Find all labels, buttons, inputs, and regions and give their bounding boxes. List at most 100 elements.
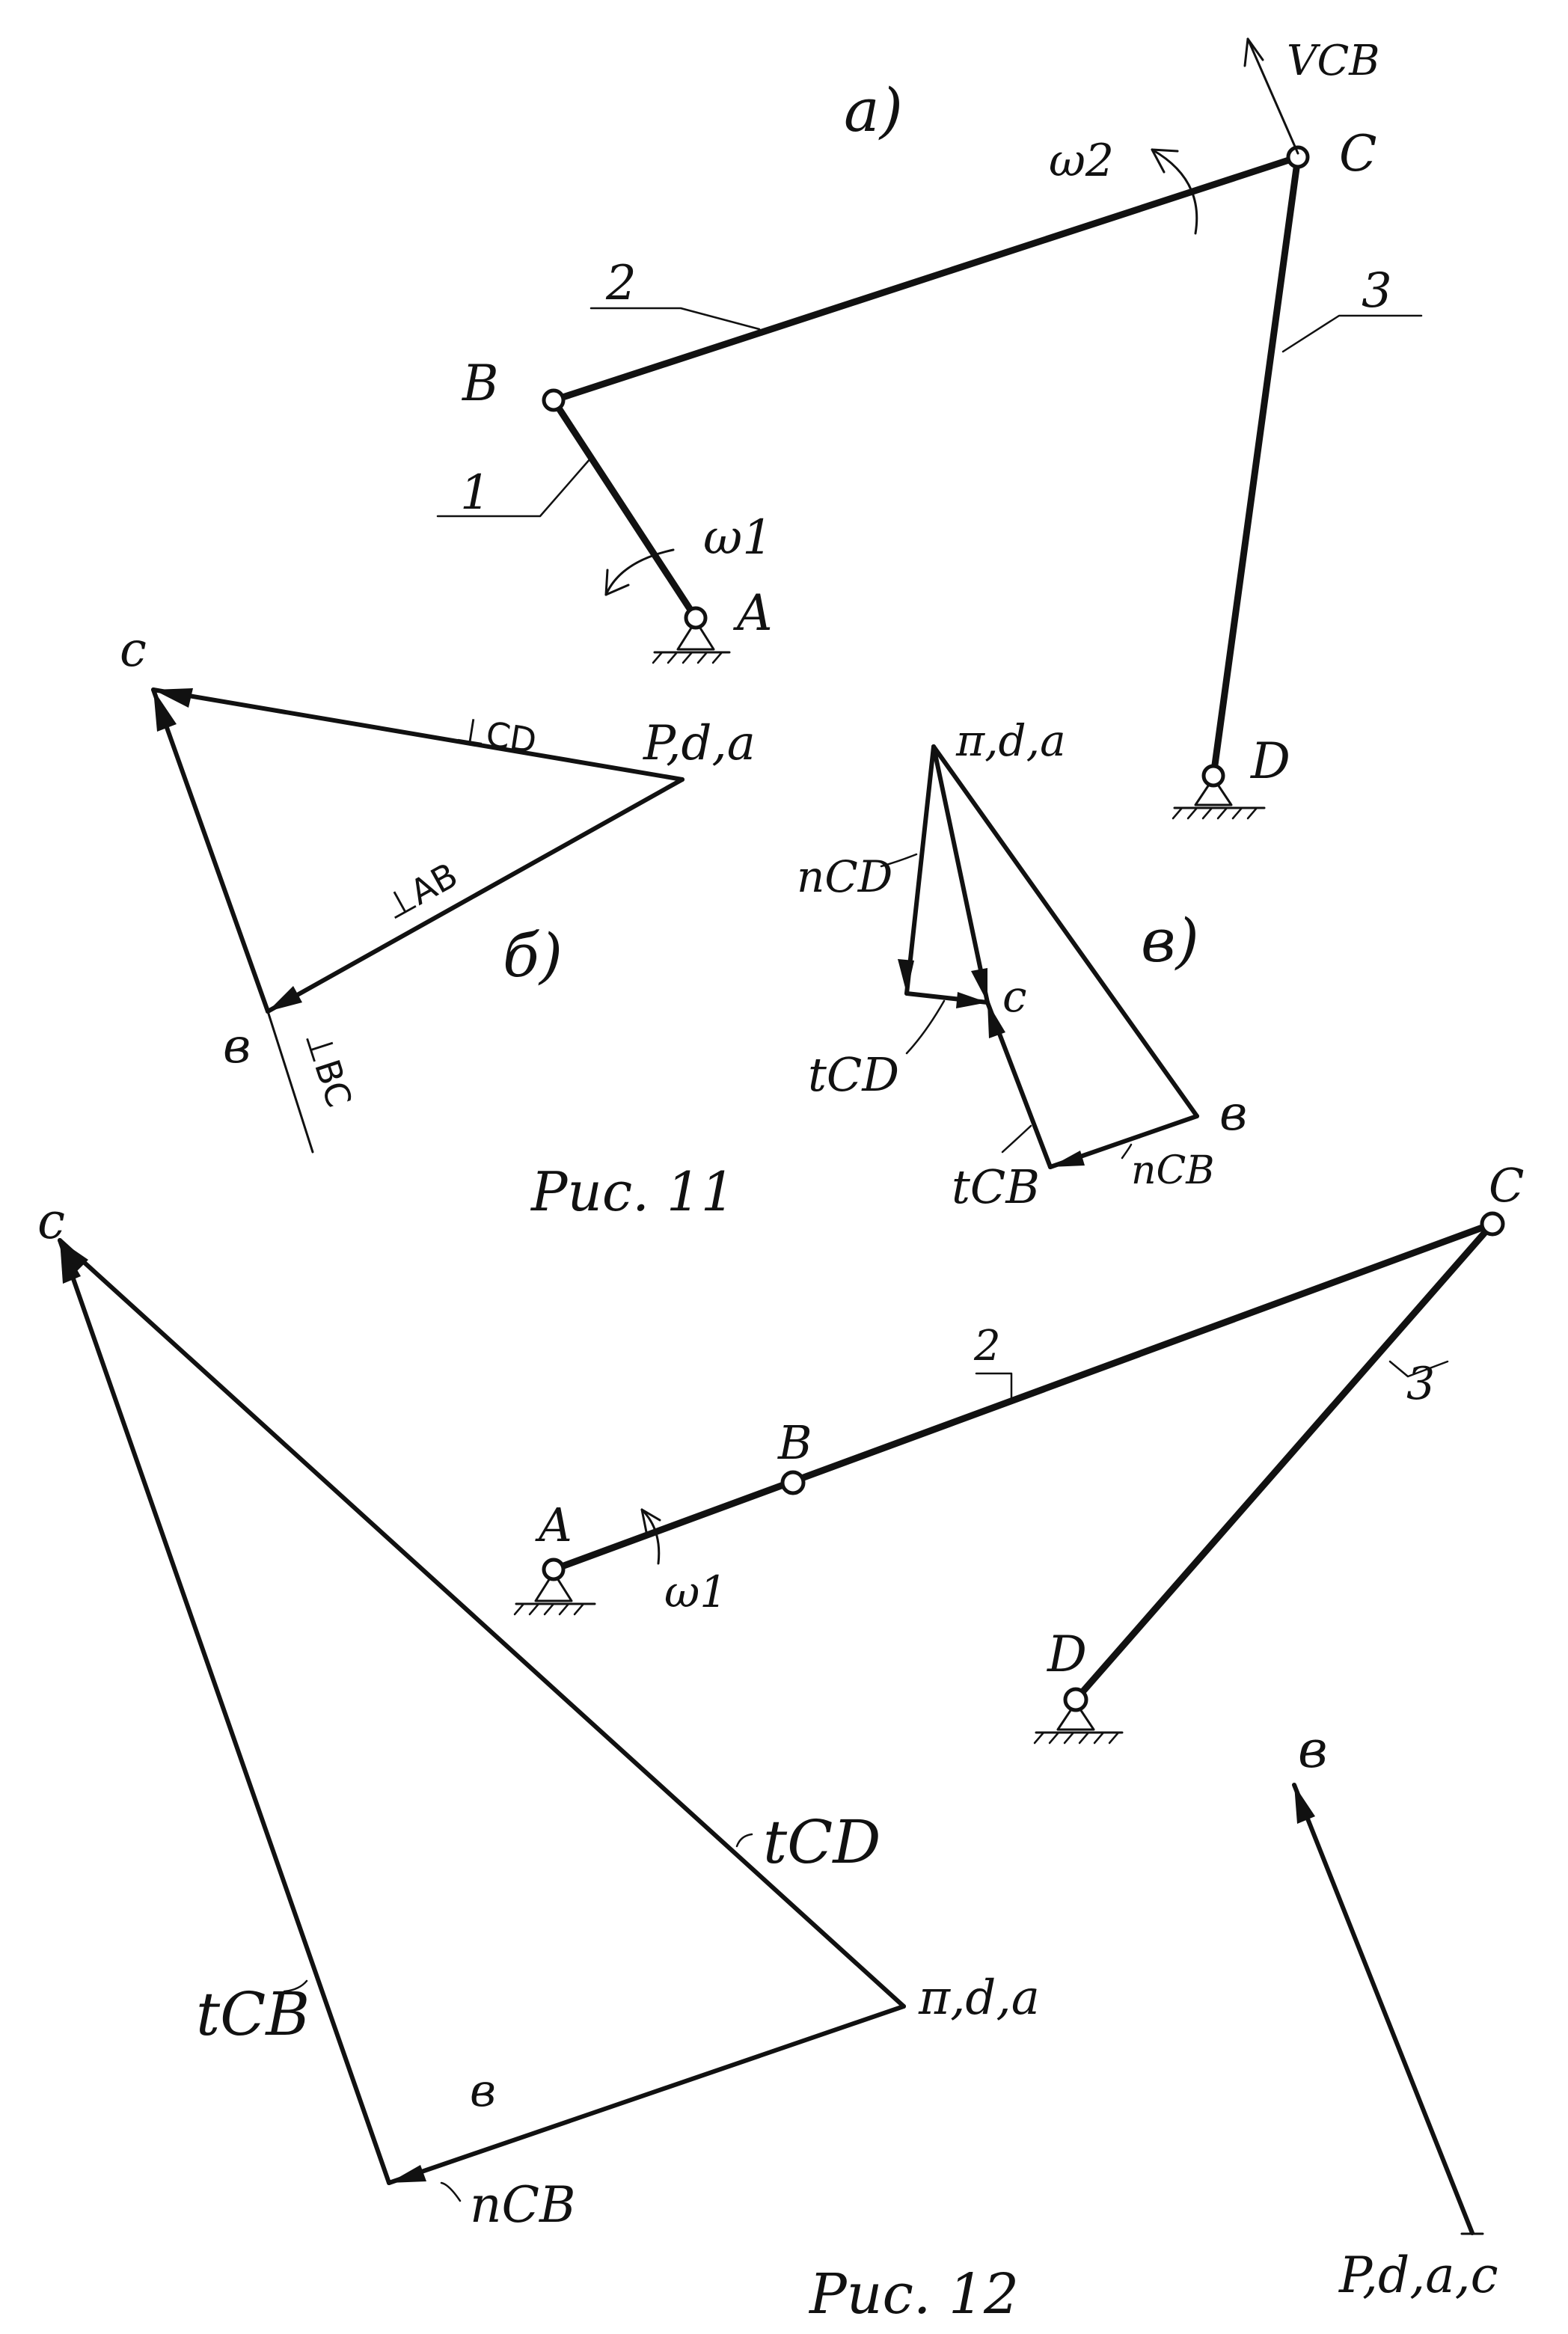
fig11v-label-ncb: nCB [1131, 1148, 1215, 1193]
ground-support-D [1172, 777, 1266, 820]
fig11-part-v-tag: в) [1141, 906, 1199, 975]
leader-tcd-fig12 [735, 1833, 753, 1848]
leader-ncd [880, 853, 918, 868]
leader-link-1 [436, 456, 592, 518]
velocity-vcb-arrow [1246, 37, 1299, 155]
joint-A-fig12 [542, 1557, 566, 1581]
vector-tcb-fig12 [58, 1238, 391, 2185]
leader-ncb [1121, 1143, 1133, 1160]
joint-A [684, 606, 708, 630]
vector-pb [266, 777, 685, 1014]
leader-link-3 [1281, 314, 1423, 353]
fig11b-label-perp-ab: ⊥AB [377, 854, 464, 927]
link-2 [550, 153, 1302, 404]
fig12-label-link-3: 3 [1406, 1358, 1435, 1410]
fig12-caption: Рис. 12 [808, 2262, 1019, 2327]
fig12-accel-label-tcb: tCB [196, 1979, 310, 2049]
ground-support-A [652, 619, 731, 664]
fig12-vel-label-b: в [1298, 1721, 1328, 1780]
fig11v-label-tcd: tCD [808, 1047, 899, 1102]
leader-tcb [1001, 1124, 1032, 1154]
arrowhead-ncd [898, 959, 914, 993]
joint-B [542, 388, 566, 412]
vector-pi-b [931, 744, 1199, 1118]
omega2-arrow [1151, 148, 1198, 235]
fig11-caption: Рис. 11 [530, 1160, 735, 1223]
fig11v-label-tcb: tCB [952, 1160, 1040, 1214]
fig12-velocity-plan [1292, 1783, 1484, 2235]
vector-pi-c [931, 744, 990, 1005]
label-link-1: 1 [460, 465, 491, 521]
fig11v-label-ncd: nCD [797, 851, 892, 902]
vector-pb-fig12 [1292, 1783, 1474, 2235]
arrowhead-c-top [153, 688, 193, 708]
leader-tcd [905, 999, 946, 1055]
link-3-fig12 [1072, 1220, 1496, 1703]
label-point-A: A [732, 584, 773, 642]
joint-C-fig12 [1480, 1211, 1505, 1237]
joint-D [1201, 764, 1225, 788]
fig12-label-B: B [777, 1415, 812, 1470]
omega1-arrow [604, 548, 675, 596]
fig12-mechanism [513, 1211, 1505, 1745]
joint-B-fig12 [780, 1470, 806, 1495]
fig12-label-D: D [1047, 1626, 1087, 1683]
arrowhead-c2-fig12 [60, 1240, 88, 1272]
fig12-accel-label-pole: π,d,a [918, 1970, 1040, 2026]
link-2-fig12 [550, 1220, 1496, 1573]
fig12-label-A: A [535, 1498, 572, 1552]
label-omega2: ω2 [1049, 135, 1114, 187]
fig11v-label-pole: π,d,a [955, 715, 1066, 766]
link-3 [1210, 153, 1302, 779]
fig11b-label-perp-cd: ⊥CD [453, 709, 539, 762]
arrowhead-pb-fig12 [1294, 1785, 1315, 1824]
leader-link-2-fig12 [975, 1372, 1013, 1399]
arrowhead-c-left [153, 690, 177, 732]
fig12-vel-label-pole: P,d,a,c [1338, 2246, 1498, 2304]
fig12-label-omega1: ω1 [664, 1566, 727, 1617]
omega1-arrow-fig12 [640, 1508, 661, 1565]
joint-D-fig12 [1063, 1687, 1088, 1712]
arrowhead-b-fig12 [389, 2165, 426, 2183]
ground-support-D-fig12 [1033, 1701, 1124, 1745]
fig12-accel-label-ncb: nCB [470, 2176, 576, 2234]
fig12-label-C: C [1489, 1158, 1524, 1213]
fig11-mechanism [436, 37, 1423, 820]
fig11-part-a-tag: а) [844, 76, 903, 145]
label-point-D: D [1250, 732, 1290, 790]
label-link-2: 2 [605, 256, 637, 311]
vector-ncd [904, 744, 936, 996]
leader-tcb-fig12 [283, 1979, 308, 1993]
fig12-accel-label-b: в [470, 2065, 496, 2117]
fig11b-label-pole: P,d,a [643, 716, 756, 771]
fig11b-label-c: c [120, 622, 147, 678]
vector-pi-c-fig12 [58, 1238, 906, 2009]
perp-bc-extension [266, 1010, 314, 1154]
leader-link-3-fig12 [1388, 1360, 1449, 1378]
arrowhead-b [268, 986, 302, 1011]
fig11b-label-perp-bc: ⊥BC [298, 1026, 360, 1112]
vector-bc [151, 687, 270, 1014]
link-1 [550, 396, 699, 622]
leader-link-2 [589, 307, 761, 331]
fig12-accel-plan [58, 1238, 906, 2202]
fig11v-label-b: в [1219, 1086, 1247, 1142]
label-point-B: B [462, 355, 499, 412]
fig11-accel-plan [880, 744, 1199, 1169]
arrowhead-ncb [1050, 1151, 1085, 1167]
fig11b-label-b: в [223, 1019, 251, 1074]
arrowhead-pi-c [971, 968, 987, 1002]
label-velocity-vcb: VCB [1287, 37, 1379, 85]
fig12-label-link-2: 2 [973, 1322, 1001, 1370]
arrowhead-c-fig12 [60, 1240, 81, 1284]
fig11v-label-c: c [1002, 971, 1026, 1022]
label-link-3: 3 [1362, 263, 1392, 319]
label-point-C: C [1339, 125, 1377, 183]
fig12-accel-label-tcd: tCD [763, 1807, 881, 1877]
joint-C [1286, 145, 1310, 169]
ground-support-A-fig12 [513, 1571, 596, 1616]
arrowhead-tcd [956, 992, 987, 1008]
label-omega1: ω1 [703, 510, 773, 566]
fig11-part-b-tag: б) [503, 921, 563, 990]
